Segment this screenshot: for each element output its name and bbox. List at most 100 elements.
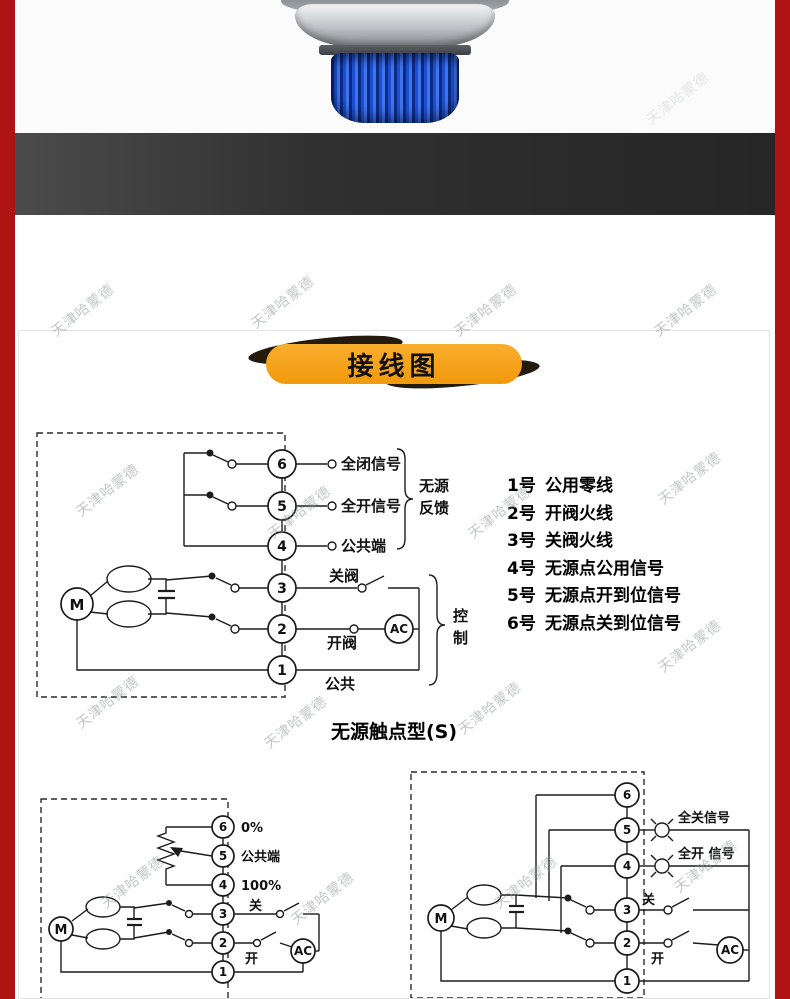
motor-label: M [70,596,85,614]
metal-cap [295,4,495,48]
motor-label: M [55,923,68,938]
label-passive-feedback-1: 无源 [418,477,449,495]
note-number: 6号 [507,613,536,634]
svg-text:4: 4 [277,539,287,555]
label-open-valve: 开阀 [327,634,357,652]
ac-source-icon: AC [290,938,316,964]
note-text: 无源点开到位信号 [545,586,681,606]
motor-icon: M [48,896,121,950]
svg-text:3: 3 [219,907,227,921]
terminal-4: 4 [211,873,235,897]
terminal-3: 3 [211,902,235,926]
label-0-percent: 0% [241,821,263,836]
product-photo [15,0,775,133]
label-open: 开 [245,952,258,967]
signal-lamp-close [639,818,749,842]
wiring-card: 接线图 [18,330,770,999]
note-row: 5号无源点开到位信号 [507,583,681,611]
label-100-percent: 100% [241,879,281,894]
control-wires [296,575,420,671]
svg-text:4: 4 [219,878,227,892]
terminal-6: 6 [614,782,640,808]
note-number: 4号 [507,558,536,579]
capacitor-icon [120,906,142,940]
actuator-boundary-box [36,432,286,698]
note-text: 无源点公用信号 [545,558,664,579]
ac-label: AC [294,944,312,958]
ac-label: AC [390,622,408,636]
ac-source-icon: AC [716,936,744,964]
note-row: 4号无源点公用信号 [507,556,681,584]
terminal-5: 5 [614,817,640,843]
note-text: 关阀火线 [545,531,613,551]
ac-label: AC [721,943,739,957]
note-row: 1号公用零线 [507,473,681,501]
note-row: 6号无源点关到位信号 [507,611,681,639]
label-common-terminal: 公共端 [241,849,280,865]
control-wires [234,902,320,973]
svg-text:6: 6 [623,788,631,802]
potentiometer-icon [156,826,213,886]
limit-switches [165,572,268,634]
label-common-terminal: 公共端 [341,537,386,555]
banner-title: 接线图 [347,351,441,382]
terminal-2: 2 [267,614,297,644]
control-wires [639,830,750,982]
terminal-6: 6 [267,449,297,479]
svg-text:2: 2 [277,622,287,638]
note-row: 3号关阀火线 [507,528,681,556]
limit-switches [133,900,212,948]
svg-text:3: 3 [623,903,631,917]
capacitor-icon [148,578,175,615]
svg-text:2: 2 [623,936,631,950]
terminal-6: 6 [211,815,235,839]
svg-text:1: 1 [277,663,287,679]
note-number: 2号 [507,503,536,524]
label-control-1: 控 [453,607,468,625]
terminal-4: 4 [614,853,640,879]
diagram-switch-type-svg: M [410,771,750,998]
note-number: 3号 [507,531,536,551]
banner-pill: 接线图 [266,344,522,384]
collar-ring [319,45,471,55]
label-passive-feedback-2: 反馈 [419,499,449,517]
svg-text:5: 5 [277,499,287,515]
label-open: 开 [651,952,664,967]
svg-text:3: 3 [277,581,287,597]
svg-text:1: 1 [623,974,631,988]
label-full-close-signal: 全闭信号 [340,455,401,473]
control-bracket [428,574,446,686]
content-column: 接线图 [15,0,775,999]
motor-icon: M [60,565,152,628]
ac-source-icon: AC [384,614,414,644]
label-close: 关 [249,898,262,914]
title-banner: 接线图 [244,331,544,395]
terminal-5: 5 [267,491,297,521]
note-row: 2号开阀火线 [507,501,681,529]
feedback-switches [183,449,268,547]
note-number: 1号 [507,476,536,496]
svg-text:1: 1 [219,965,227,979]
svg-text:6: 6 [277,457,287,473]
label-close-valve: 关阀 [329,567,359,585]
terminal-2: 2 [614,930,640,956]
terminal-notes: 1号公用零线 2号开阀火线 3号关阀火线 4号无源点公用信号 5号无源点开到位信… [507,473,681,638]
label-close: 关 [642,892,655,908]
common-return-wire [76,620,268,671]
blue-knurled-grip [331,53,459,123]
label-full-open-signal: 全开 信号 [677,846,735,862]
terminal-1: 1 [614,968,640,994]
diagram-caption: 无源触点型(S) [330,721,458,743]
terminal-5: 5 [211,844,235,868]
terminal-4: 4 [267,531,297,561]
capacitor-icon [501,894,524,929]
common-return-wire [60,941,212,973]
motor-label: M [435,912,448,927]
terminal-3: 3 [614,897,640,923]
label-control-2: 制 [453,629,468,647]
motor-icon: M [427,884,502,939]
svg-text:5: 5 [623,823,631,837]
signal-lamp-open [639,854,749,878]
svg-text:2: 2 [219,936,227,950]
